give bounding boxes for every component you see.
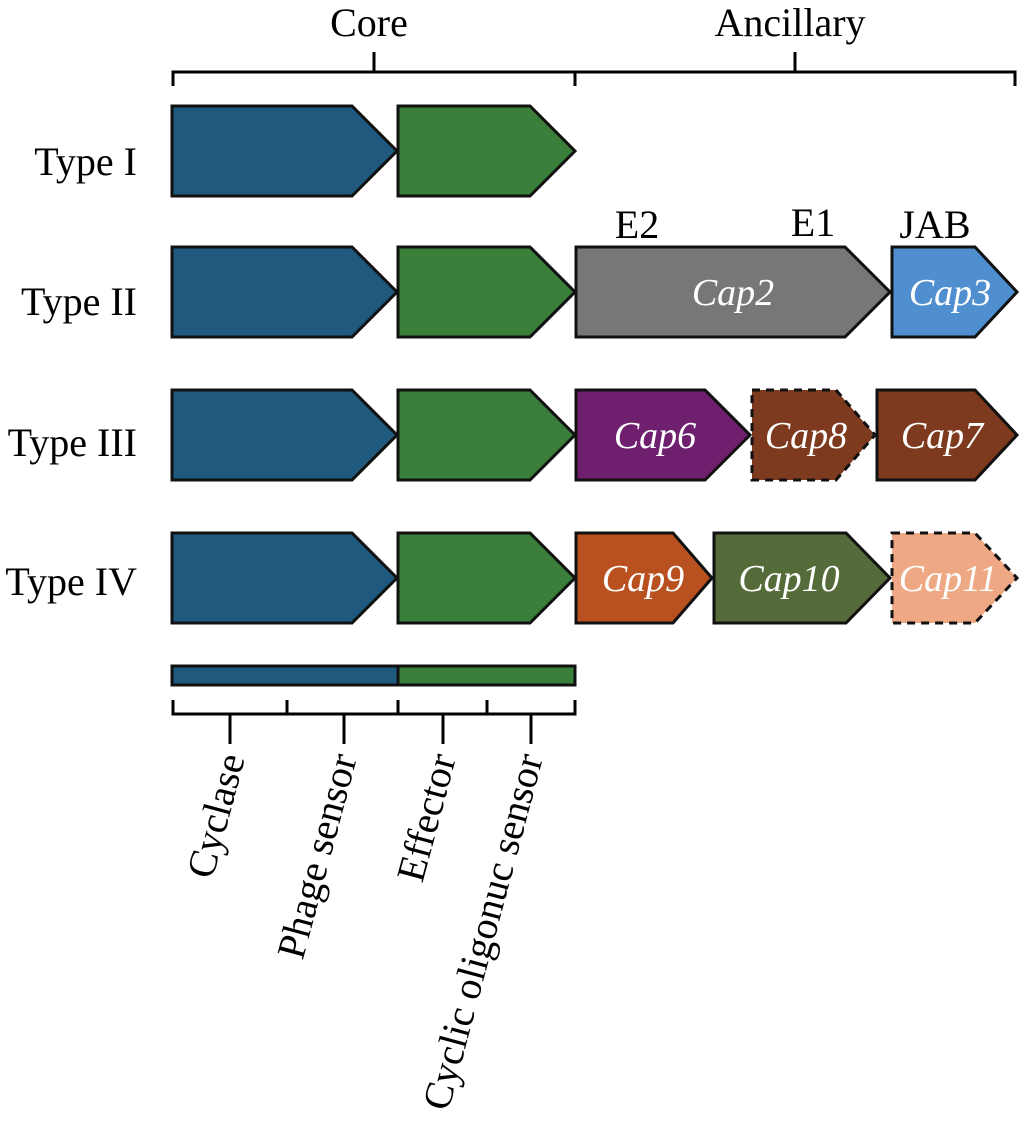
cap2-gene xyxy=(574,245,893,339)
core-bracket xyxy=(171,52,577,86)
cap9-gene xyxy=(574,531,714,625)
cap6-label: Cap6 xyxy=(614,415,696,457)
row-label-type-3: Type III xyxy=(8,420,137,465)
e1-domain-label: E1 xyxy=(791,200,835,245)
effector-label: Effector xyxy=(388,749,465,887)
core-domain-bracket xyxy=(171,700,400,744)
phage-sensor-label: Phage sensor xyxy=(268,749,366,963)
e2-domain-label: E2 xyxy=(615,202,659,247)
cap7-label: Cap7 xyxy=(901,415,985,457)
cap2-label: Cap2 xyxy=(692,272,774,314)
effector-gene-type-4 xyxy=(396,531,578,625)
core-header: Core xyxy=(330,0,408,45)
ancillary-bracket xyxy=(575,52,1017,86)
effector-gene-type-2 xyxy=(396,245,578,339)
cyclase-gene-type-3 xyxy=(170,388,400,482)
cap3-label: Cap3 xyxy=(909,272,991,314)
cap11-gene xyxy=(890,531,1020,625)
cyclase-label: Cyclase xyxy=(177,749,253,883)
cap8-label: Cap8 xyxy=(765,415,847,457)
effector-domain-bracket xyxy=(396,700,577,744)
cap10-label: Cap10 xyxy=(738,558,839,600)
cyclase-gene-type-4 xyxy=(170,531,400,625)
cyclase-domain-bar xyxy=(170,664,400,687)
ancillary-header: Ancillary xyxy=(714,0,865,45)
row-label-type-2: Type II xyxy=(21,279,137,324)
jab-domain-label: JAB xyxy=(899,202,970,247)
cyclase-gene-type-2 xyxy=(170,245,400,339)
cap9-label: Cap9 xyxy=(602,558,684,600)
row-label-type-4: Type IV xyxy=(5,559,137,604)
cap6-gene xyxy=(574,388,753,482)
effector-domain-bar xyxy=(396,664,577,687)
cap7-gene xyxy=(875,388,1020,482)
cap10-gene xyxy=(712,531,893,625)
cap3-gene xyxy=(890,245,1020,339)
effector-gene-type-3 xyxy=(396,388,578,482)
cap11-label: Cap11 xyxy=(899,558,998,600)
row-label-type-1: Type I xyxy=(34,139,137,184)
cyclase-gene-type-1 xyxy=(170,104,400,198)
cap8-gene xyxy=(750,388,877,482)
effector-gene-type-1 xyxy=(396,104,578,198)
